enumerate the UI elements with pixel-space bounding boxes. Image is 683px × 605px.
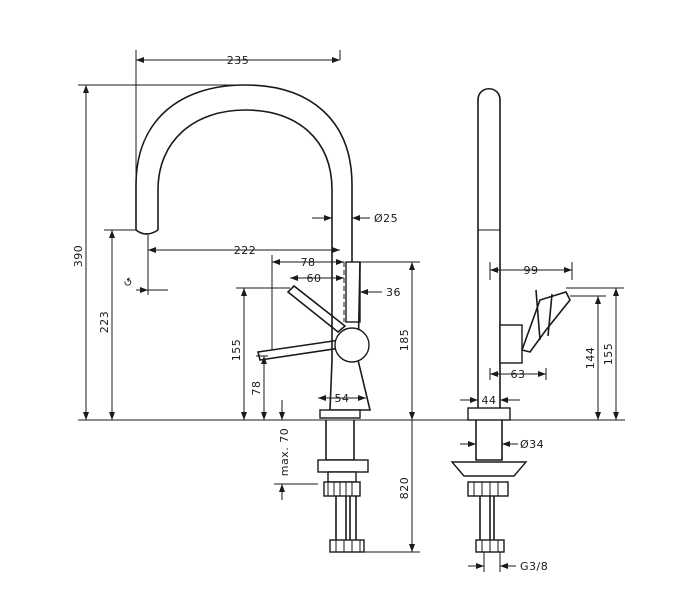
side-view <box>430 87 625 553</box>
dim-side-44: 44 <box>482 394 497 407</box>
dim-side-63: 63 <box>511 368 526 381</box>
swivel-angle-symbol: ↺ <box>121 274 136 290</box>
lever-handle <box>286 284 347 334</box>
dim-side-144: 144 <box>584 347 597 370</box>
dim-side-g38: G3/8 <box>520 560 548 573</box>
spout-outer <box>135 84 353 262</box>
side-spout <box>477 87 501 230</box>
side-lever <box>520 291 571 353</box>
dim-side-o34: Ø34 <box>520 438 544 451</box>
handle-knob <box>334 327 370 363</box>
dim-side-99: 99 <box>524 264 539 277</box>
dim-78-vertical: 78 <box>250 381 263 396</box>
dim-155: 155 <box>230 339 243 362</box>
front-view <box>78 84 430 553</box>
dim-o25: Ø25 <box>374 212 398 225</box>
dim-820: 820 <box>398 477 411 500</box>
dimension-lines <box>78 50 624 572</box>
dim-54: 54 <box>335 392 350 405</box>
spout-inner <box>157 109 333 262</box>
dim-185: 185 <box>398 329 411 352</box>
dim-max-70: max. 70 <box>278 428 291 476</box>
dim-36: 36 <box>386 286 401 299</box>
dim-side-155: 155 <box>602 343 615 366</box>
dim-390: 390 <box>72 245 85 268</box>
dim-60: 60 <box>307 272 322 285</box>
dim-223: 223 <box>98 311 111 334</box>
dim-78-horizontal: 78 <box>301 256 316 269</box>
dim-235: 235 <box>227 54 250 67</box>
dim-222: 222 <box>234 244 257 257</box>
